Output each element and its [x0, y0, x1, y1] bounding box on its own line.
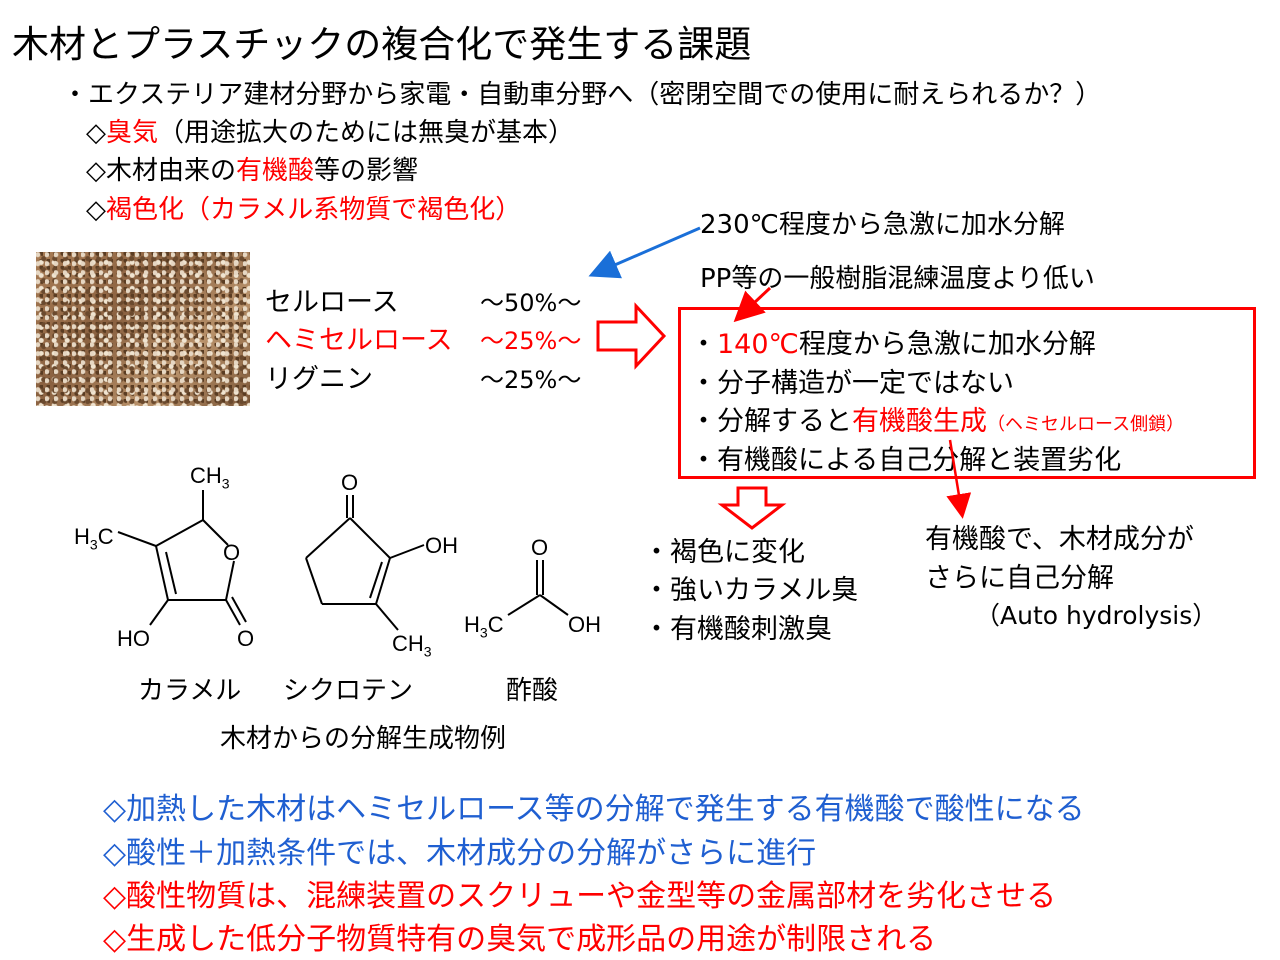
issue-acid: ◇木材由来の有機酸等の影響 [86, 150, 418, 187]
label-sub3: 3 [479, 624, 488, 641]
box-item-1-rest: 程度から急激に加水分解 [798, 329, 1096, 360]
conclusion-2: ◇酸性＋加熱条件では、木材成分の分解がさらに進行 [103, 836, 817, 871]
intro-line: ・エクステリア建材分野から家電・自動車分野へ（密閉空間での使用に耐えられるか？） [62, 80, 1102, 110]
box-item-4: ・有機酸による自己分解と装置劣化 [690, 445, 1122, 476]
issue-browning-highlight: 褐色化（カラメル系物質で褐色化） [106, 195, 522, 225]
caramel-ch3-label: CH3 [190, 463, 230, 491]
acetic-acid-structure [507, 560, 569, 616]
label-h: H [74, 524, 90, 549]
label-sub3: 3 [221, 475, 230, 492]
sawdust-photo [36, 252, 250, 406]
caramel-ring-o-label: O [223, 540, 241, 565]
auto-note-2: さらに自己分解 [925, 563, 1114, 594]
box-item-1: ・140℃程度から急激に加水分解 [690, 322, 1096, 361]
cyclotene-structure [305, 495, 425, 631]
issue-acid-pre: 木材由来の [106, 156, 237, 186]
molecule-name-cyclotene: シクロテン [283, 676, 414, 706]
issue-marker: ◇ [86, 156, 106, 186]
label-sub3: 3 [89, 536, 98, 553]
box-item-3-pre: ・分解すると [690, 406, 852, 437]
conclusion-4: ◇生成した低分子物質特有の臭気で成形品の用途が制限される [103, 922, 937, 957]
issue-marker: ◇ [86, 118, 106, 148]
issue-acid-highlight: 有機酸 [236, 156, 315, 186]
issue-browning: ◇褐色化（カラメル系物質で褐色化） [86, 189, 521, 226]
component-lignin-value: ～25%～ [480, 366, 582, 394]
component-lignin: リグニン [265, 364, 373, 395]
box-item-3-red: 有機酸生成 [852, 406, 987, 437]
arrow-230-to-cellulose [588, 226, 701, 279]
note-pp-temp: PP等の一般樹脂混練温度より低い [700, 264, 1095, 294]
caramel-o-label: O [237, 626, 255, 651]
component-cellulose: セルロース [265, 287, 399, 318]
page-title: 木材とプラスチックの複合化で発生する課題 [12, 23, 752, 66]
molecule-name-caramel: カラメル [138, 676, 242, 706]
component-cellulose-value: ～50%～ [480, 289, 582, 317]
hemicellulose-box [678, 307, 1256, 479]
caramel-ho-label: HO [117, 626, 150, 651]
acetic-h3c-label: H3C [464, 612, 504, 640]
note-230: 230℃程度から急激に加水分解 [700, 210, 1065, 240]
cyclotene-ch3-label: CH3 [392, 631, 432, 659]
box-item-3-small: （ヘミセルロース側鎖） [987, 414, 1185, 435]
label-ch: CH [392, 631, 424, 656]
label-h: H [464, 612, 480, 637]
molecules-caption: 木材からの分解生成物例 [220, 724, 507, 754]
conclusion-1: ◇加熱した木材はヘミセルロース等の分解で発生する有機酸で酸性になる [103, 792, 1085, 827]
acetic-o-label: O [531, 535, 549, 560]
component-hemicellulose-value: ～25%～ [480, 327, 582, 355]
arrow-pp-to-box [733, 286, 772, 323]
issue-acid-rest: 等の影響 [314, 156, 419, 186]
effect-browning: ・褐色に変化 [643, 537, 805, 568]
box-bullet: ・ [690, 329, 717, 360]
effect-acid-odor: ・有機酸刺激臭 [643, 614, 832, 645]
cyclotene-oh-label: OH [425, 533, 458, 558]
label-c: C [487, 612, 504, 637]
cyclotene-o-label: O [341, 470, 359, 495]
box-item-2: ・分子構造が一定ではない [690, 368, 1014, 399]
label-sub3: 3 [423, 643, 432, 660]
label-ch: CH [190, 463, 222, 488]
acetic-oh-label: OH [568, 612, 601, 637]
auto-note-3: （Auto hydrolysis） [975, 601, 1218, 630]
issue-odor: ◇臭気（用途拡大のためには無臭が基本） [86, 112, 574, 149]
arrow-acid-to-auto [946, 439, 972, 519]
box-item-3: ・分解すると有機酸生成（ヘミセルロース側鎖） [690, 399, 1184, 438]
label-c: C [97, 524, 114, 549]
box-item-1-temp: 140℃ [717, 329, 799, 360]
issue-marker: ◇ [86, 195, 106, 225]
conclusion-3: ◇酸性物質は、混練装置のスクリューや金型等の金属部材を劣化させる [103, 879, 1057, 914]
molecule-name-acetic: 酢酸 [506, 676, 559, 706]
auto-note-1: 有機酸で、木材成分が [925, 524, 1194, 555]
caramel-structure [117, 490, 247, 626]
effect-caramel-odor: ・強いカラメル臭 [643, 575, 859, 606]
issue-odor-highlight: 臭気 [106, 118, 159, 148]
caramel-h3c-label: H3C [74, 524, 114, 552]
down-arrow-icon [717, 486, 787, 530]
right-arrow-icon [596, 302, 667, 370]
component-hemicellulose: ヘミセルロース [265, 325, 453, 356]
issue-odor-rest: （用途拡大のためには無臭が基本） [158, 118, 575, 148]
